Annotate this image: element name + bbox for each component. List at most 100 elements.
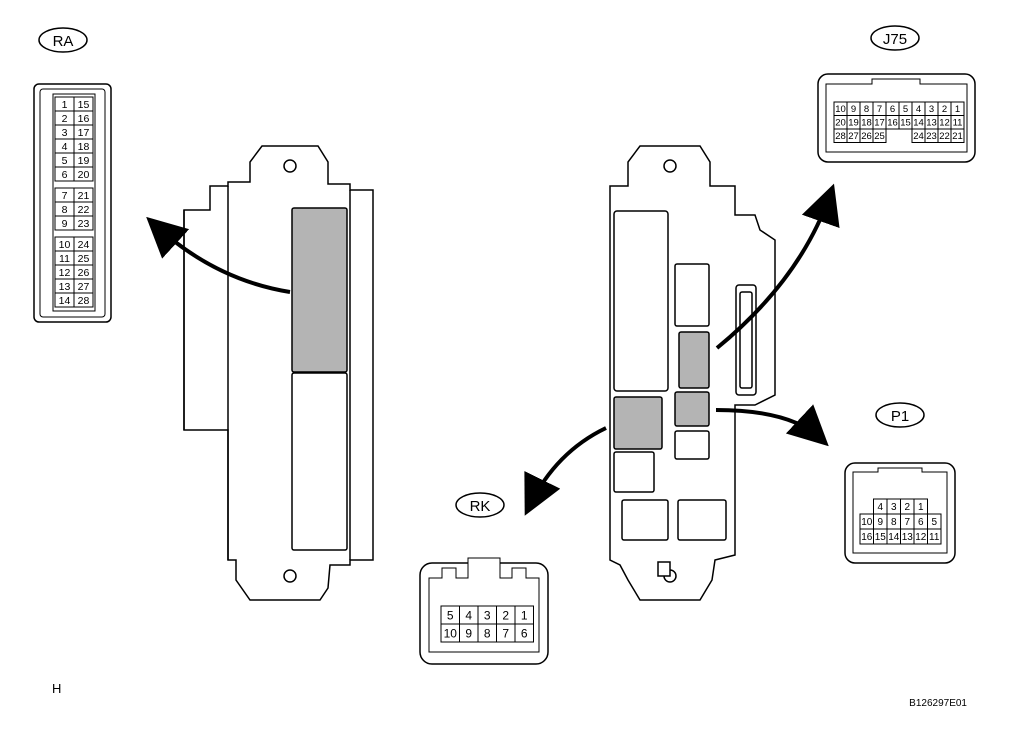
pin-number: 7 bbox=[62, 190, 68, 202]
pin-number: 9 bbox=[62, 218, 68, 230]
j75-connector-highlight bbox=[678, 331, 710, 389]
figure-code: B126297E01 bbox=[909, 698, 967, 709]
pin-number: 9 bbox=[851, 104, 856, 115]
pin-number: 20 bbox=[835, 118, 846, 129]
pin-number: 14 bbox=[59, 295, 71, 307]
pin-number: 20 bbox=[78, 169, 90, 181]
pin-number: 4 bbox=[62, 141, 68, 153]
pin-number: 23 bbox=[78, 218, 90, 230]
pin-number: 7 bbox=[877, 104, 882, 115]
pin-number: 22 bbox=[939, 131, 950, 142]
pin-number: 22 bbox=[78, 204, 90, 216]
pin-number: 27 bbox=[848, 131, 859, 142]
pin-number: 7 bbox=[502, 626, 509, 640]
pin-number: 14 bbox=[913, 118, 924, 129]
pin-number: 24 bbox=[78, 239, 90, 251]
pin-number: 8 bbox=[891, 517, 897, 528]
pin-number: 6 bbox=[918, 517, 924, 528]
pin-number: 5 bbox=[931, 517, 937, 528]
right-ecu bbox=[609, 145, 776, 601]
pin-number: 23 bbox=[926, 131, 937, 142]
pin-number: 24 bbox=[913, 131, 924, 142]
pin-number: 26 bbox=[861, 131, 872, 142]
pin-number: 3 bbox=[484, 608, 491, 622]
pin-number: 2 bbox=[502, 608, 509, 622]
pin-number: 21 bbox=[78, 190, 90, 202]
pin-number: 2 bbox=[942, 104, 947, 115]
pin-cell bbox=[73, 215, 94, 231]
pin-number: 3 bbox=[62, 127, 68, 139]
pin-number: 17 bbox=[874, 118, 885, 129]
pin-number: 8 bbox=[484, 626, 491, 640]
pin-number: 16 bbox=[887, 118, 898, 129]
pin-number: 28 bbox=[835, 131, 846, 142]
pin-number: 12 bbox=[939, 118, 950, 129]
ra-pin-grid: 1 15 2 16 3 17 4 18 5 19 6 20 7 21 8 22 9 23 10 24 11 25 12 26 1… bbox=[54, 96, 94, 308]
corner-letter: H bbox=[52, 681, 61, 696]
pin-number: 14 bbox=[888, 532, 900, 543]
pin-number: 12 bbox=[59, 267, 71, 279]
pin-number: 1 bbox=[918, 502, 924, 513]
pin-cell bbox=[73, 166, 94, 182]
pin-number: 26 bbox=[78, 267, 90, 279]
pin-cell bbox=[514, 623, 534, 643]
pin-number: 4 bbox=[877, 502, 883, 513]
pin-number: 18 bbox=[861, 118, 872, 129]
pin-number: 25 bbox=[78, 253, 90, 265]
pin-number: 19 bbox=[78, 155, 90, 167]
pin-number: 10 bbox=[444, 626, 458, 640]
pin-number: 25 bbox=[874, 131, 885, 142]
p1-label: P1 bbox=[891, 408, 909, 425]
pin-number: 1 bbox=[62, 99, 68, 111]
pin-number: 21 bbox=[952, 131, 963, 142]
pin-number: 13 bbox=[926, 118, 937, 129]
pin-number: 10 bbox=[835, 104, 846, 115]
pin-number: 9 bbox=[877, 517, 883, 528]
ra-label: RA bbox=[53, 33, 74, 50]
arrow-rk bbox=[524, 426, 607, 516]
pin-number: 5 bbox=[447, 608, 454, 622]
pin-number: 2 bbox=[904, 502, 910, 513]
pin-number: 17 bbox=[78, 127, 90, 139]
pin-number: 8 bbox=[62, 204, 68, 216]
pin-number: 1 bbox=[521, 608, 528, 622]
j75-label: J75 bbox=[883, 31, 907, 48]
pin-number: 7 bbox=[904, 517, 910, 528]
ra-connector-highlight bbox=[291, 207, 348, 373]
pin-number: 6 bbox=[62, 169, 68, 181]
rk-connector-highlight bbox=[613, 396, 663, 450]
pin-number: 3 bbox=[929, 104, 934, 115]
pin-number: 8 bbox=[864, 104, 869, 115]
pin-number: 1 bbox=[955, 104, 960, 115]
pin-number: 27 bbox=[78, 281, 90, 293]
pin-number: 28 bbox=[78, 295, 90, 307]
pin-number: 5 bbox=[62, 155, 68, 167]
pin-number: 11 bbox=[59, 253, 70, 265]
pin-number: 18 bbox=[78, 141, 90, 153]
pin-number: 5 bbox=[903, 104, 908, 115]
arrow-ra bbox=[146, 216, 291, 294]
pin-number: 10 bbox=[59, 239, 71, 251]
pin-number: 6 bbox=[890, 104, 895, 115]
pin-number: 9 bbox=[465, 626, 472, 640]
pin-number: 2 bbox=[62, 113, 68, 125]
pin-number: 3 bbox=[891, 502, 897, 513]
ra-connector: 1 15 2 16 3 17 4 18 5 19 6 20 7 21 8 22 9 23 10 24 11 25 12 26 1… bbox=[33, 27, 112, 323]
pin-number: 11 bbox=[953, 118, 963, 129]
pin-number: 6 bbox=[521, 626, 528, 640]
pin-number: 15 bbox=[78, 99, 90, 111]
p1-connector-highlight bbox=[674, 391, 710, 427]
pin-number: 16 bbox=[78, 113, 90, 125]
pin-number: 13 bbox=[902, 532, 914, 543]
pin-number: 11 bbox=[929, 532, 940, 543]
pin-number: 15 bbox=[900, 118, 911, 129]
arrows bbox=[146, 183, 840, 516]
left-ecu bbox=[183, 145, 374, 601]
pin-number: 12 bbox=[915, 532, 927, 543]
